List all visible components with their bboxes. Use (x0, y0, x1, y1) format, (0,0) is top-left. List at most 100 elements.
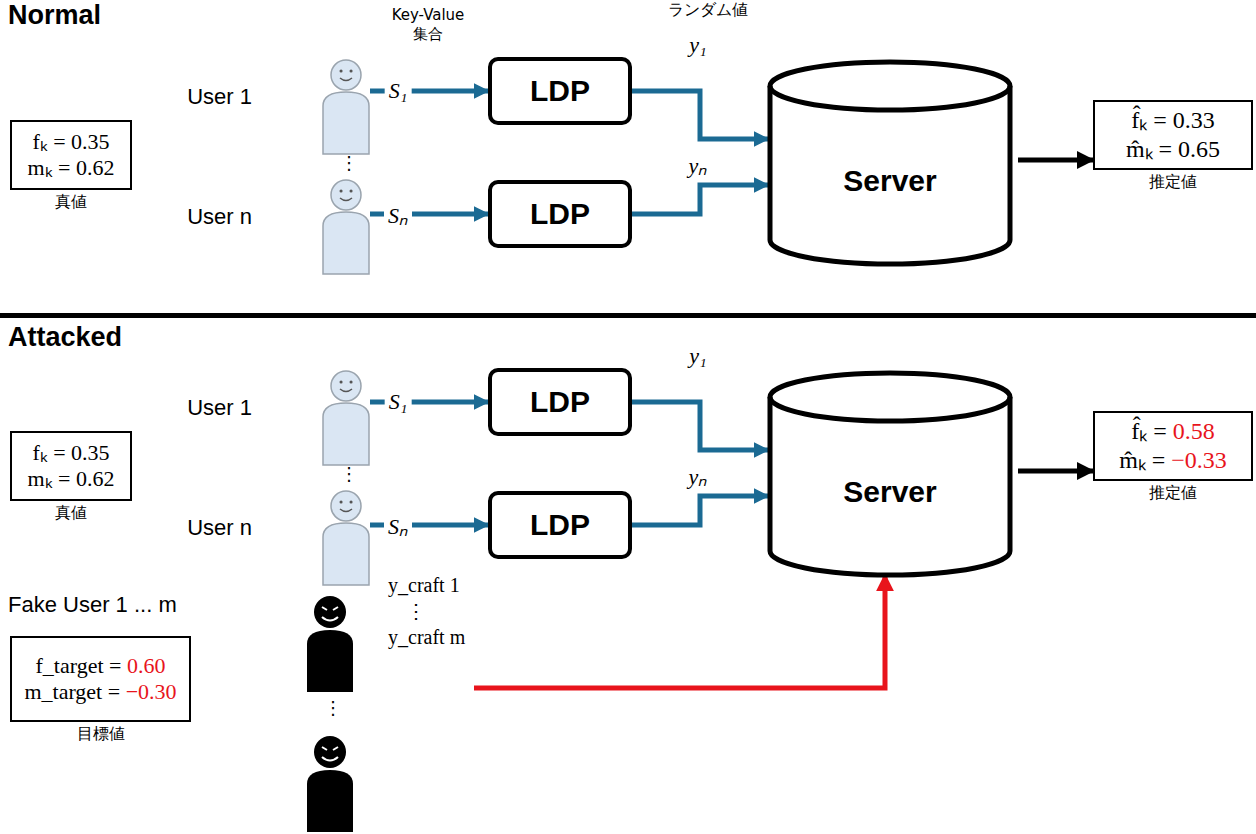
value-box: f_target = 0.60m_target = −0.30目標値 (10, 636, 191, 722)
crafted-reports: y_craft 1⋮y_craft m (388, 572, 474, 694)
server-shape (768, 373, 1012, 575)
box-caption: 真値 (55, 192, 87, 211)
node-text: User 1 (187, 395, 252, 421)
user-icon: User n (322, 178, 370, 274)
edge-label: Sₙ (384, 510, 412, 540)
ellipsis: ⋮ (340, 152, 358, 173)
fake-user-body (307, 770, 353, 832)
node-text: LDP (530, 74, 590, 108)
edge-label: y₁ (685, 32, 710, 58)
user-head (331, 371, 361, 401)
value-number: −0.30 (126, 679, 177, 704)
node-text: fₖ = 0.35 (32, 440, 109, 466)
ldp-box: LDP (488, 57, 632, 125)
edge-label: yₙ (685, 460, 712, 490)
fake-user-eyes (322, 747, 338, 750)
user-icon: User n (322, 489, 370, 585)
value-box: fₖ = 0.35mₖ = 0.62真値 (10, 431, 132, 501)
fake-user-head (314, 736, 346, 768)
input-note: Key-Value 集合 (388, 6, 468, 44)
user-eyes (341, 70, 351, 73)
server-cylinder: Server (768, 373, 1012, 575)
connector-arrow (632, 402, 768, 450)
node-text: f̂ₖ = 0.58 (1131, 417, 1215, 446)
user-smile (340, 198, 352, 201)
cylinder-body (770, 373, 1010, 575)
connector-arrow (1018, 158, 1093, 163)
fake-user-smile (322, 617, 338, 621)
edge-label: yₙ (685, 149, 712, 179)
value-name: m_target = (24, 679, 125, 704)
connector-arrow (632, 91, 768, 139)
cylinder-rim (770, 397, 1010, 421)
user-figure (322, 178, 370, 274)
user-smile (340, 509, 352, 512)
attacker-label: Fake User 1 ... m (8, 592, 177, 618)
value-name: m̂ₖ = (1119, 447, 1171, 473)
box-caption: 推定値 (1149, 172, 1197, 191)
fake-user-icon (307, 596, 353, 692)
user-body (323, 92, 369, 154)
user-figure (322, 58, 370, 154)
node-text: User n (187, 204, 252, 230)
user-smile (340, 389, 352, 392)
node-text: LDP (530, 508, 590, 542)
node-text: LDP (530, 197, 590, 231)
user-eyes (341, 501, 351, 504)
fake-user-smile (322, 757, 338, 761)
user-body (323, 523, 369, 585)
user-body (323, 403, 369, 465)
node-text: ⋮ (406, 598, 426, 624)
value-box: f̂ₖ = 0.58m̂ₖ = −0.33推定値 (1093, 411, 1253, 481)
node-text: m̂ₖ = 0.65 (1126, 135, 1220, 164)
value-name: f̂ₖ = (1131, 418, 1173, 444)
cylinder-body (770, 62, 1010, 264)
server-cylinder: Server (768, 62, 1012, 264)
user-smile (340, 78, 352, 81)
value-box: fₖ = 0.35mₖ = 0.62真値 (10, 120, 132, 190)
node-text: m̂ₖ = −0.33 (1119, 446, 1227, 475)
value-box: f̂ₖ = 0.33m̂ₖ = 0.65推定値 (1093, 100, 1253, 170)
connector-arrow (632, 185, 768, 214)
server-shape (768, 62, 1012, 264)
value-number: −0.33 (1171, 447, 1227, 473)
edge-label: S₁ (385, 78, 412, 104)
node-text: User n (187, 515, 252, 541)
fake-user-head (314, 596, 346, 628)
user-figure (322, 489, 370, 585)
cylinder-rim (770, 86, 1010, 110)
node-text: fₖ = 0.35 (32, 129, 109, 155)
connector-arrow (1018, 469, 1093, 474)
value-number: 0.60 (127, 653, 166, 678)
panel-title: Attacked (8, 322, 122, 353)
ldp-box: LDP (488, 491, 632, 559)
connector-arrow (632, 496, 768, 525)
ldp-box: LDP (488, 180, 632, 248)
box-caption: 目標値 (77, 724, 125, 743)
node-text: mₖ = 0.62 (27, 466, 114, 492)
user-head (331, 60, 361, 90)
user-icon: User 1 (322, 369, 370, 465)
fake-user-icon (307, 736, 353, 832)
node-text: m_target = −0.30 (24, 679, 176, 705)
node-text: y_craft 1 (388, 572, 460, 598)
ellipsis: ⋮ (340, 463, 358, 484)
edge-label: S₁ (385, 389, 412, 415)
user-eyes (341, 190, 351, 193)
ldp-box: LDP (488, 368, 632, 436)
node-text: Server (843, 475, 936, 509)
value-number: 0.58 (1173, 418, 1215, 444)
fake-user-body (307, 630, 353, 692)
output-note: ランダム値 (668, 0, 748, 21)
edge-label: y₁ (685, 343, 710, 369)
node-text: mₖ = 0.62 (27, 155, 114, 181)
node-text: y_craft m (388, 624, 465, 650)
connector-arrow (474, 575, 885, 688)
user-body (323, 212, 369, 274)
user-head (331, 491, 361, 521)
box-caption: 推定値 (1149, 483, 1197, 502)
user-figure (322, 369, 370, 465)
value-name: f_target = (36, 653, 127, 678)
node-text: f_target = 0.60 (36, 653, 166, 679)
fake-user-eyes (322, 607, 338, 610)
